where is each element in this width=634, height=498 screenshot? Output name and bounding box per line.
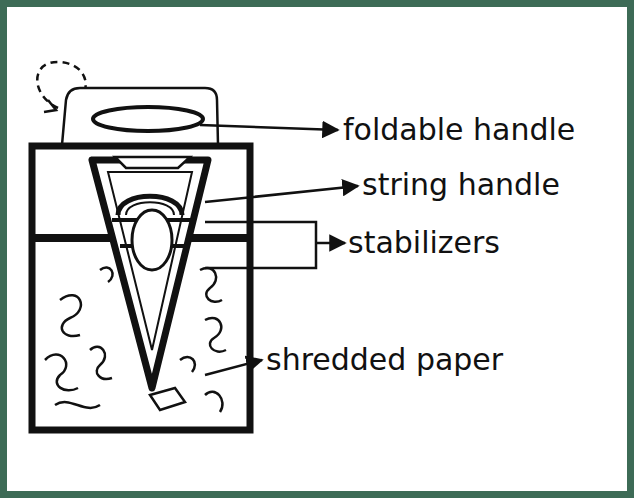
handle-slot [93, 107, 203, 131]
paper-shred [200, 268, 222, 302]
leader-line [205, 360, 262, 375]
paper-shred [180, 357, 195, 372]
paper-shred [205, 392, 222, 412]
paper-shred [205, 318, 226, 352]
cone-holder [92, 160, 208, 388]
leader-lines [200, 125, 358, 375]
fold-arrowhead [44, 100, 56, 112]
package-box [32, 146, 250, 430]
stabilizer-bracket [205, 222, 316, 268]
callout-label: stabilizers [348, 225, 500, 261]
paper-shred [150, 388, 185, 410]
foldable-handle [62, 88, 218, 145]
paper-shred [60, 295, 81, 336]
leader-line [205, 186, 358, 202]
callout-label: foldable handle [343, 112, 575, 148]
callout-label: string handle [362, 167, 560, 203]
cone-lid [115, 157, 190, 168]
egg [132, 210, 172, 270]
leader-line [200, 125, 338, 130]
paper-shred [55, 402, 100, 408]
leader-line [316, 242, 345, 245]
paper-shred [90, 347, 112, 379]
callout-label: shredded paper [266, 342, 503, 378]
paper-shred [100, 267, 113, 282]
paper-shred [45, 355, 78, 391]
cone-inner [108, 172, 192, 350]
